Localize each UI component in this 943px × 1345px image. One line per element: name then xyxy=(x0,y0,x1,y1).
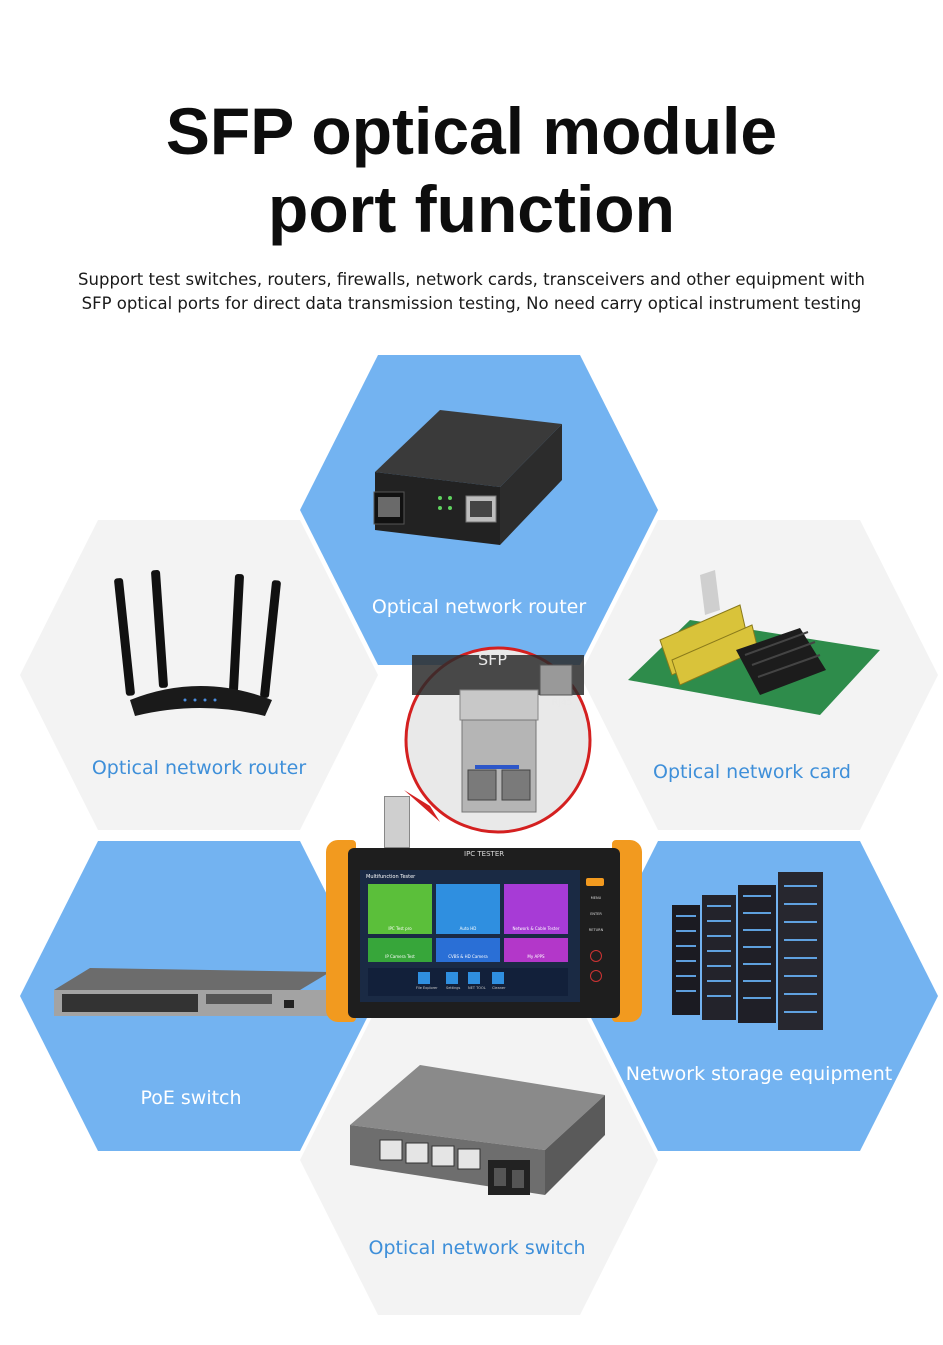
wifi-router-image xyxy=(114,569,281,716)
app-tile-label: IP Camera Test xyxy=(385,954,415,959)
dock-item[interactable]: Settings xyxy=(446,986,461,990)
media-converter-image xyxy=(373,410,562,545)
app-tile[interactable]: CVBS & HD Camera xyxy=(436,938,500,962)
hex-label-lower-right: Network storage equipment xyxy=(625,1063,893,1085)
screen-title: Multifunction Tester xyxy=(366,874,416,880)
dock-icon xyxy=(468,972,480,984)
sfp-port-label: SFP xyxy=(478,650,508,669)
app-tile-label: Network & Cable Tester xyxy=(512,926,560,931)
side-button-panel: MENU ENTER RETURN xyxy=(584,878,608,998)
device-brand-label: IPC TESTER xyxy=(464,850,505,858)
app-tile-label: My APPS xyxy=(527,954,545,959)
test-port xyxy=(590,950,602,962)
subtitle-line-1: Support test switches, routers, firewall… xyxy=(78,270,865,289)
rj45-port-label: RJ45 xyxy=(552,698,573,708)
ipc-tester-device: IPC TESTER Multifunction Tester IPC Test… xyxy=(326,840,642,1022)
page-title: SFP optical module port function xyxy=(0,92,943,248)
app-tile-label: Auto HD xyxy=(459,926,477,931)
dock-item[interactable]: Cleaner xyxy=(492,986,506,990)
dock-icon xyxy=(492,972,504,984)
hex-label-top: Optical network router xyxy=(371,596,587,618)
app-tile[interactable]: My APPS xyxy=(504,938,568,962)
hex-upper-left xyxy=(20,520,378,830)
app-tile-label: IPC Test pro xyxy=(388,926,412,931)
return-button[interactable]: RETURN xyxy=(588,928,604,932)
device-screen: Multifunction Tester IPC Test pro Auto H… xyxy=(360,870,580,1002)
page-subtitle: Support test switches, routers, firewall… xyxy=(40,268,903,316)
test-port xyxy=(590,970,602,982)
optical-switch-image xyxy=(350,1065,605,1195)
title-line-1: SFP optical module xyxy=(165,94,778,168)
server-racks-image xyxy=(672,872,823,1030)
dock-bar: File Explorer Settings NET TOOL Cleaner xyxy=(368,968,568,996)
app-tile[interactable]: IP Camera Test xyxy=(368,938,432,962)
magnifier-pointer xyxy=(404,790,440,822)
hex-label-upper-left: Optical network router xyxy=(91,757,307,779)
dock-item[interactable]: File Explorer xyxy=(416,986,438,990)
app-tile[interactable]: Network & Cable Tester xyxy=(504,884,568,934)
hex-label-bottom: Optical network switch xyxy=(368,1237,586,1259)
dock-item[interactable]: NET TOOL xyxy=(468,986,486,990)
sfp-magnifier xyxy=(404,646,592,834)
menu-button[interactable]: MENU xyxy=(590,896,602,900)
dock-icon xyxy=(446,972,458,984)
app-tile-label: CVBS & HD Camera xyxy=(448,954,488,959)
power-button[interactable] xyxy=(586,878,604,886)
subtitle-line-2: SFP optical ports for direct data transm… xyxy=(81,294,862,313)
poe-switch-image xyxy=(54,968,330,1016)
dock-icon xyxy=(418,972,430,984)
hex-label-upper-right: Optical network card xyxy=(653,761,851,783)
title-line-2: port function xyxy=(268,172,675,246)
app-tile[interactable]: IPC Test pro xyxy=(368,884,432,934)
sfp-module-inserted xyxy=(384,796,410,848)
hex-label-lower-left: PoE switch xyxy=(140,1087,242,1109)
network-card-image xyxy=(628,570,880,715)
app-tile[interactable]: Auto HD xyxy=(436,884,500,934)
enter-button[interactable]: ENTER xyxy=(590,912,602,916)
